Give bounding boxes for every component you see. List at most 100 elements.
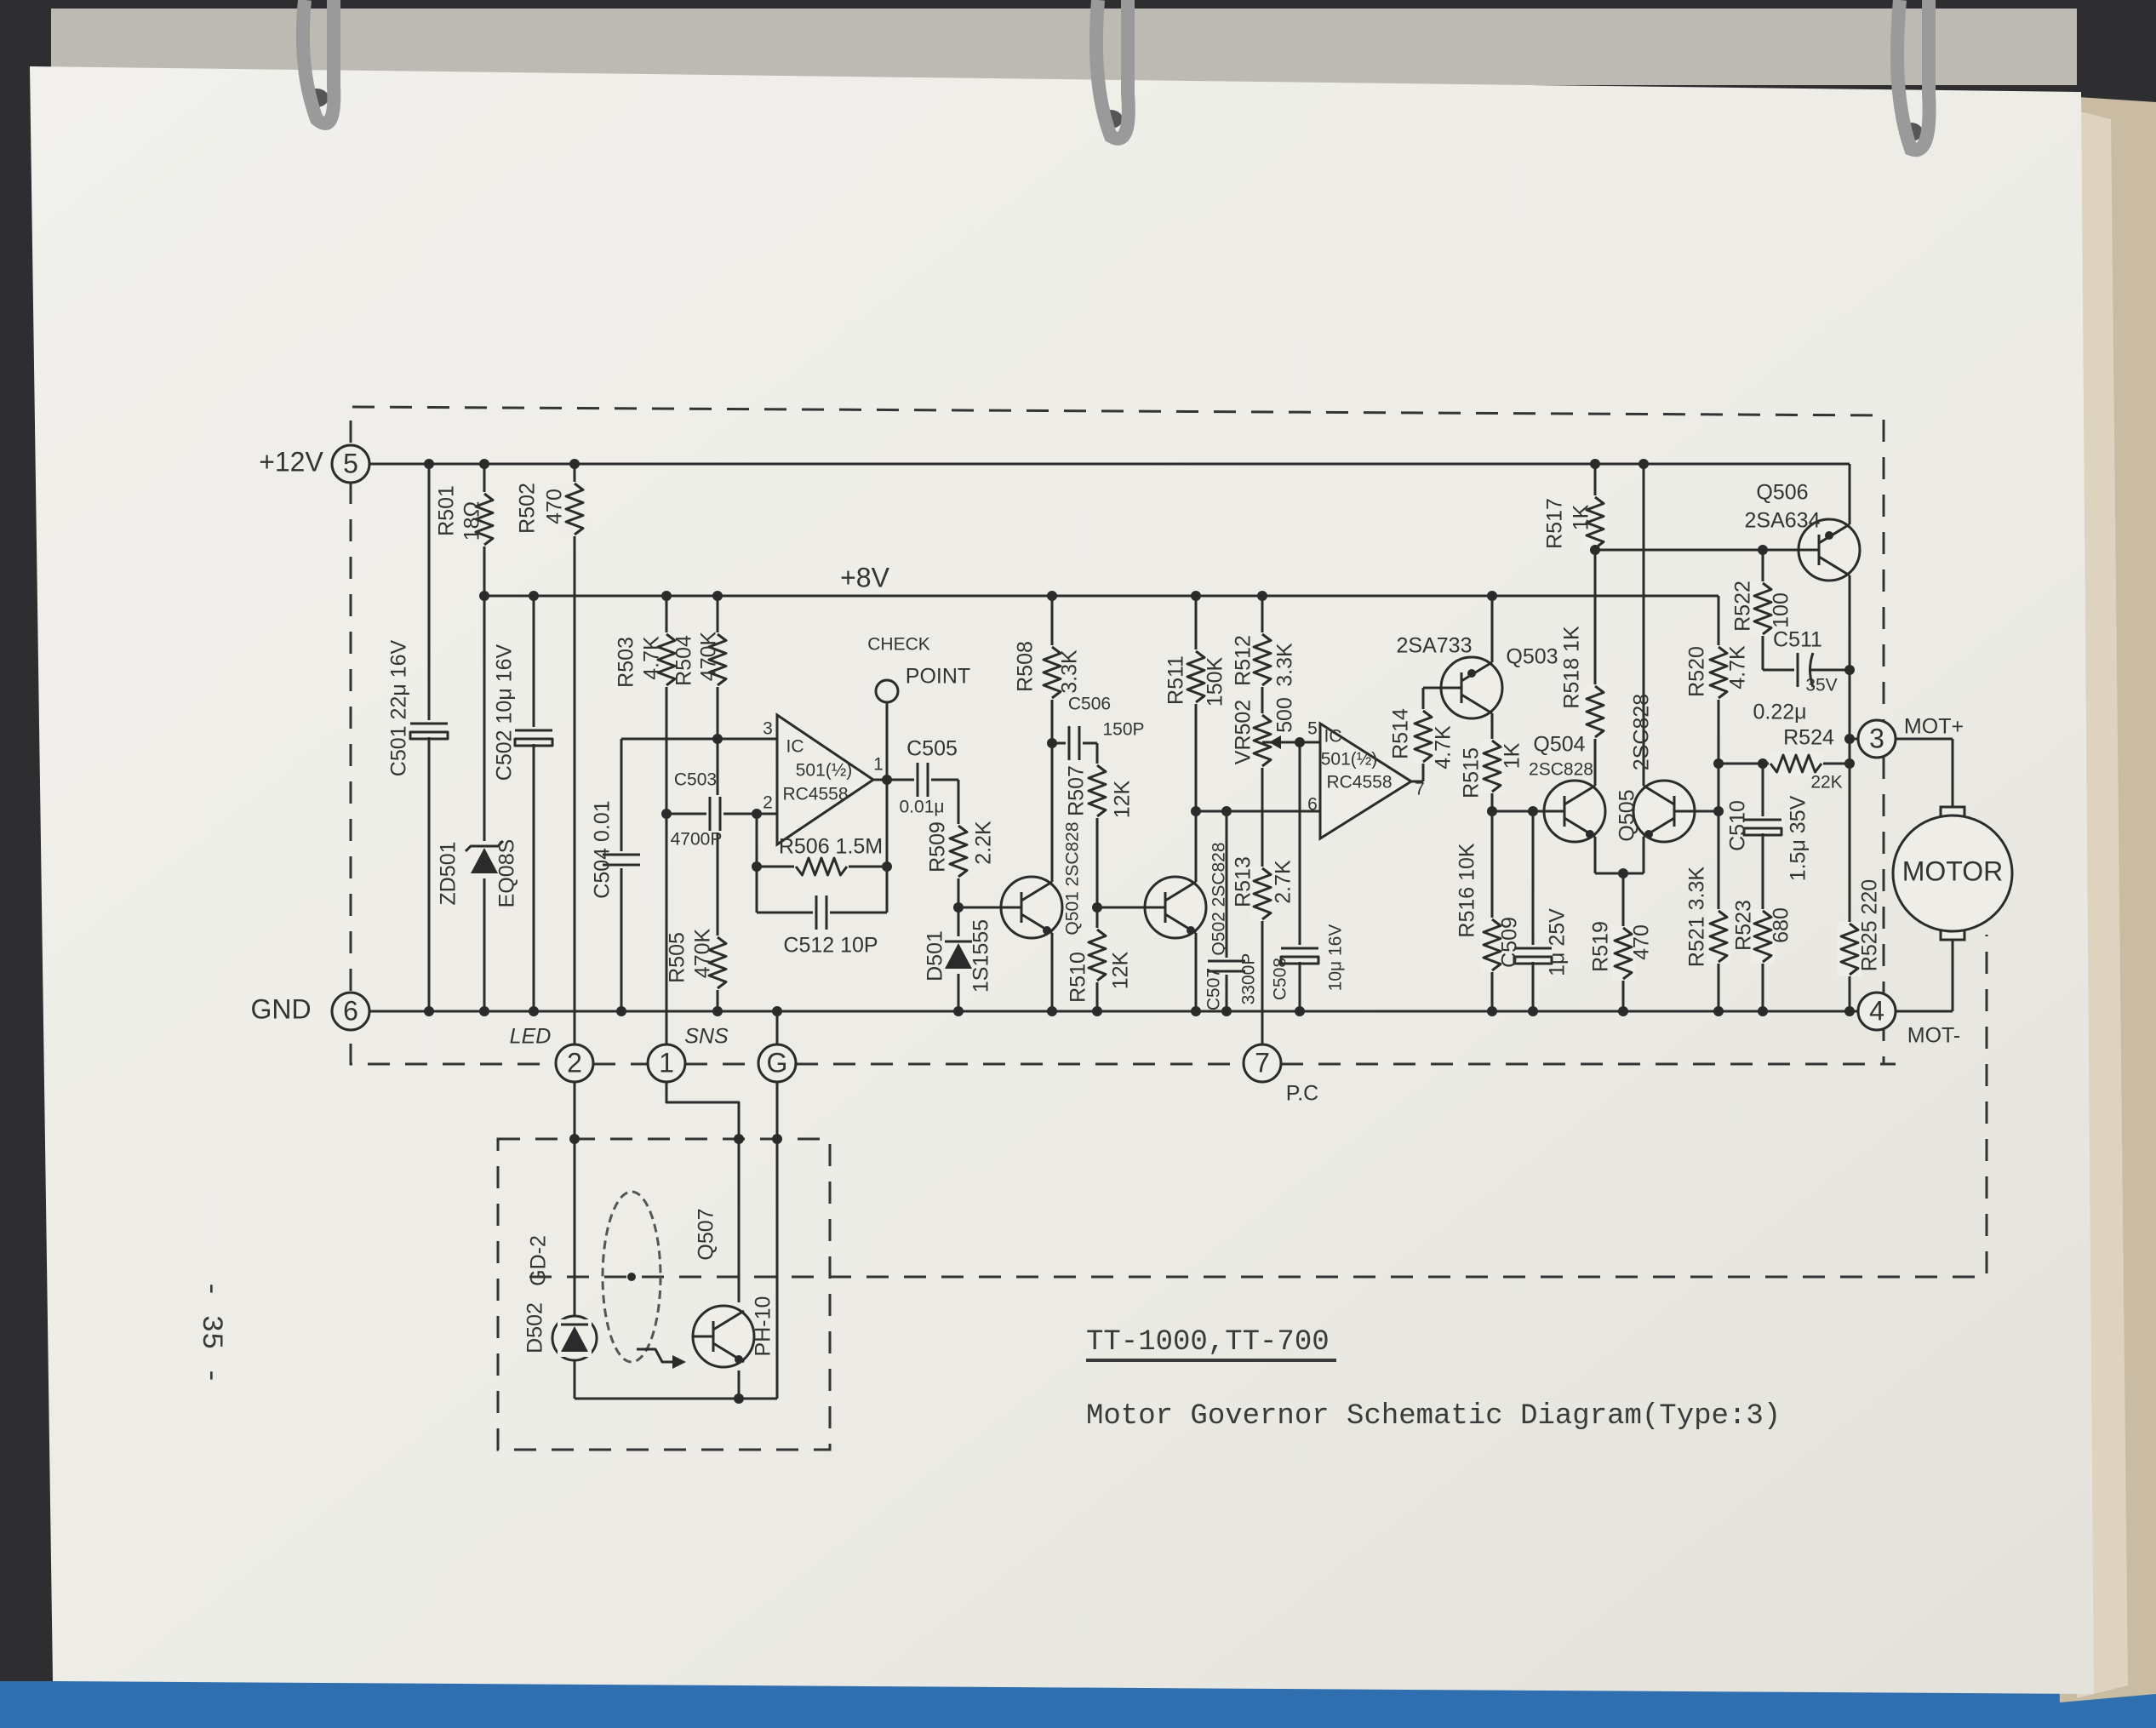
- resistor-r502: [564, 482, 585, 536]
- component-label: R503: [615, 637, 638, 688]
- transistor-lead: [1818, 523, 1850, 545]
- resistor-r510: [1087, 928, 1107, 982]
- component-label: GD-2: [527, 1235, 551, 1286]
- resistor-r501: [474, 492, 495, 546]
- capacitor-plate: [409, 730, 449, 741]
- junction-dot: [479, 1006, 489, 1016]
- component-label: VR502: [1232, 700, 1255, 764]
- diagram-caption: Motor Governor Schematic Diagram(Type:3): [1086, 1400, 1781, 1433]
- component-label: 1K: [1570, 504, 1593, 530]
- component-label: IC: [1324, 727, 1342, 747]
- component-label: 2.7K: [1272, 860, 1295, 904]
- component-label: RC4558: [782, 785, 848, 804]
- component-label: Q502 2SC828: [1210, 842, 1229, 955]
- resistor-r503: [656, 632, 677, 687]
- capacitor-plate: [513, 737, 554, 747]
- junction-dot: [1221, 806, 1232, 816]
- paper-page: [30, 66, 2094, 1694]
- component-label: 22K: [1810, 773, 1842, 792]
- junction-dot: [529, 591, 539, 601]
- junction-dot: [1221, 1006, 1232, 1016]
- component-label: 0.22μ: [1753, 701, 1806, 724]
- slotted-disc: [601, 1190, 662, 1364]
- component-label: R506 1.5M: [779, 835, 883, 859]
- component-label: R517: [1543, 498, 1567, 549]
- component-label: Q504: [1533, 733, 1585, 757]
- emitter-arrow: [1825, 531, 1833, 540]
- junction-dot: [712, 591, 723, 601]
- junction-dot: [1295, 737, 1305, 747]
- capacitor-c508: [1279, 945, 1320, 965]
- label-plus-8v: +8V: [840, 562, 889, 592]
- junction-dot: [772, 1134, 782, 1144]
- component-label: R519: [1589, 921, 1613, 972]
- junction-dot: [424, 1006, 434, 1016]
- component-label: Q501 2SC828: [1063, 821, 1083, 935]
- led-d502: [561, 1326, 588, 1352]
- junction-dot: [661, 591, 672, 601]
- terminal-4-number: 4: [1869, 995, 1884, 1026]
- junction-dot: [1758, 758, 1768, 769]
- emitter-arrow: [1467, 669, 1476, 678]
- component-label: 4700P: [671, 830, 723, 850]
- component-label: 470K: [691, 928, 715, 978]
- component-label: R507: [1065, 765, 1089, 816]
- binder-ring: [1089, 0, 1135, 146]
- component-label: 4.7K: [1726, 645, 1750, 689]
- junction-dot: [1047, 1006, 1057, 1016]
- opamp-ic501a: [775, 712, 876, 847]
- terminal-3-circle: [1856, 718, 1897, 759]
- binder-ring: [1890, 0, 1936, 157]
- component-label: R525 220: [1858, 879, 1882, 971]
- component-label: 2SC828: [1630, 694, 1654, 770]
- capacitor-c506: [1066, 724, 1083, 762]
- junction-dot: [1618, 868, 1628, 878]
- component-label: R509: [926, 821, 950, 873]
- capacitor-c511: [1794, 651, 1815, 689]
- wire: [665, 1082, 741, 1302]
- resistor-r519: [1613, 926, 1633, 981]
- component-label: 2SA634: [1745, 509, 1821, 533]
- component-label: 12K: [1109, 951, 1133, 989]
- junction-dot: [1191, 806, 1201, 816]
- component-label: 680: [1770, 907, 1793, 943]
- component-label: 0.01μ: [900, 798, 945, 817]
- capacitor-plate: [1279, 955, 1320, 965]
- board-outline: [349, 405, 1896, 1066]
- capacitor-c505: [914, 761, 931, 798]
- component-label: 7: [1415, 780, 1425, 799]
- component-label: 3: [763, 719, 773, 739]
- label-sns: SNS: [684, 1025, 729, 1049]
- capacitor-plate: [1513, 955, 1553, 965]
- component-label: R522: [1731, 581, 1755, 632]
- light-path-arrowhead: [672, 1355, 686, 1369]
- potentiometer-wiper-arrow: [1269, 735, 1281, 749]
- label-led: LED: [510, 1025, 552, 1049]
- component-label: C508: [1271, 958, 1290, 1000]
- component-label: C506: [1068, 695, 1111, 714]
- component-label: 35V: [1805, 676, 1837, 695]
- resistor-r508: [1042, 645, 1062, 700]
- component-label: R501: [435, 485, 459, 536]
- junction-dot: [1844, 1006, 1855, 1016]
- check-point-terminal[interactable]: [874, 678, 900, 704]
- component-label: R502: [516, 483, 540, 534]
- component-label: 10μ 16V: [1326, 924, 1346, 992]
- emitter-arrow: [1043, 926, 1051, 935]
- component-label: ZD501: [437, 841, 460, 905]
- junction-dot: [1590, 459, 1600, 469]
- component-label: C502 10μ 16V: [493, 644, 517, 781]
- component-label: 3300P: [1239, 953, 1259, 1005]
- component-label: EQ08S: [495, 839, 519, 908]
- junction-dot: [1758, 1006, 1768, 1016]
- component-label: 1K: [1501, 742, 1524, 769]
- component-label: Q507: [695, 1208, 718, 1260]
- component-label: R521 3.3K: [1685, 867, 1709, 967]
- component-label: Q503: [1506, 645, 1558, 669]
- component-label: R524: [1783, 726, 1834, 750]
- junction-dot: [1590, 545, 1600, 555]
- junction-dot: [953, 1006, 964, 1016]
- junction-dot: [1713, 806, 1724, 816]
- component-label: R504: [672, 635, 696, 686]
